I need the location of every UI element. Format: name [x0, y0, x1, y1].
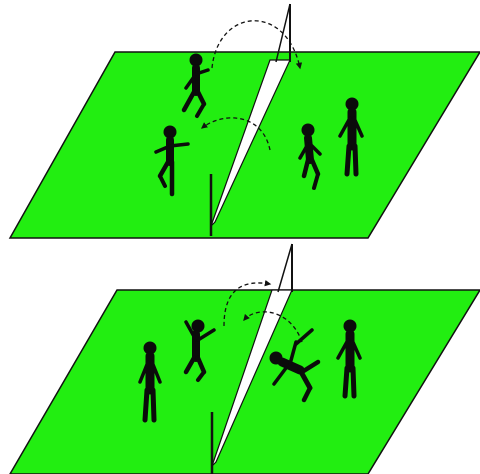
bottom-panel — [10, 244, 480, 474]
top-panel — [10, 4, 480, 238]
